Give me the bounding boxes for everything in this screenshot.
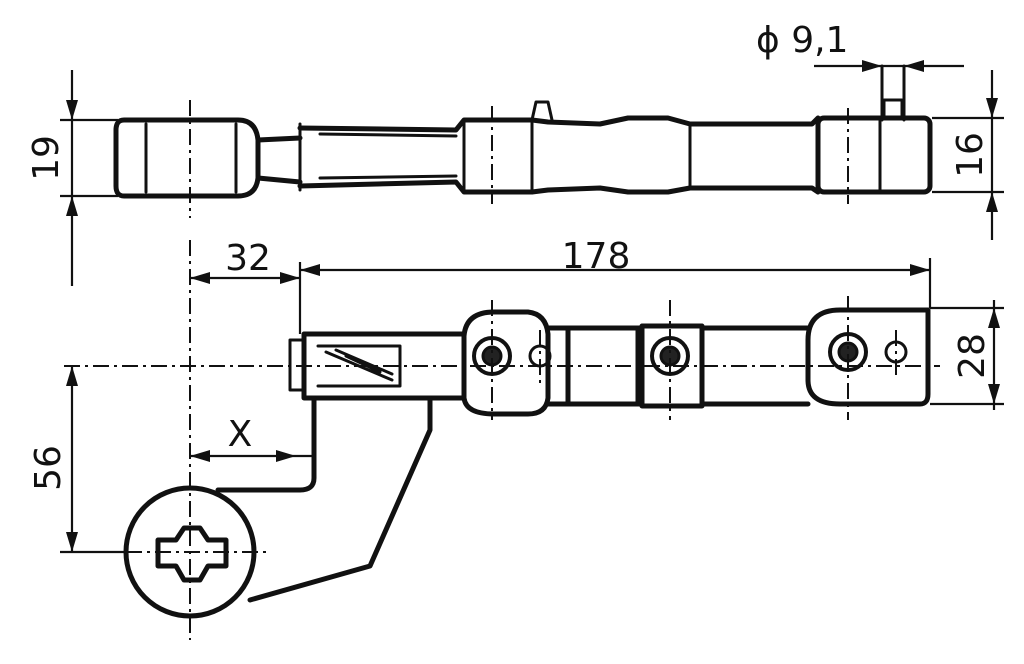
top-view-part bbox=[113, 64, 933, 199]
dimension-28: 28 bbox=[930, 300, 1004, 410]
dimension-x: X bbox=[190, 414, 314, 462]
bottom-view-holes bbox=[472, 332, 908, 376]
dimension-diameter: ϕ 9,1 bbox=[756, 20, 964, 72]
dimension-16: 16 bbox=[932, 70, 1004, 240]
dimension-diameter-label: ϕ 9,1 bbox=[756, 20, 848, 61]
dimension-56: 56 bbox=[28, 366, 126, 554]
dimension-19: 19 bbox=[26, 70, 118, 286]
dimension-32: 32 bbox=[190, 238, 302, 334]
dimension-19-label: 19 bbox=[26, 135, 67, 181]
dimension-178-label: 178 bbox=[562, 236, 631, 277]
dimension-178: 178 bbox=[300, 236, 932, 308]
dimension-16-label: 16 bbox=[950, 132, 991, 178]
dimension-28-label: 28 bbox=[952, 333, 993, 379]
dimension-56-label: 56 bbox=[28, 445, 69, 491]
dimension-32-label: 32 bbox=[225, 238, 271, 279]
bottom-view-part bbox=[123, 307, 931, 619]
dimension-x-label: X bbox=[228, 414, 253, 455]
